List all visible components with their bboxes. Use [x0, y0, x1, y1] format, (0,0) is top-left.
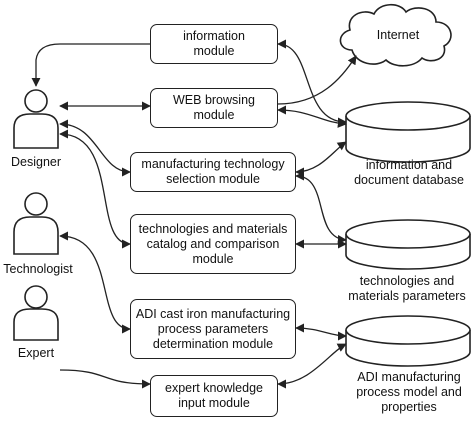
manufacturing-technology-selection-module-box: manufacturing technology selection modul…	[130, 152, 296, 192]
technologist-actor-icon	[13, 192, 59, 255]
connector-web-db	[277, 105, 347, 128]
information-database-label: information and document database	[354, 158, 464, 187]
internet-cloud-icon	[339, 3, 452, 67]
connector-adi-model	[295, 323, 347, 341]
expert-knowledge-module-label: expert knowledge input module	[165, 381, 263, 410]
technologies-catalog-module-label: technologies and materials catalog and c…	[138, 221, 288, 266]
information-database-icon	[345, 101, 471, 163]
connector-expert-knowledge	[59, 369, 151, 389]
connector-technologist-adi	[59, 231, 131, 334]
designer-label: Designer	[10, 155, 62, 169]
tech-params-database-label: technologies and materials parameters	[348, 274, 466, 303]
web-browsing-module-box: WEB browsing module	[150, 88, 278, 128]
connector-expert-model	[277, 343, 347, 389]
internet-label: Internet	[376, 28, 420, 42]
adi-parameters-module-label: ADI cast iron manufacturing process para…	[135, 306, 291, 351]
adi-model-database-label: ADI manufacturing process model and prop…	[356, 370, 462, 414]
information-module-box: information module	[150, 24, 278, 64]
technologist-label: Technologist	[3, 262, 73, 276]
expert-actor-icon	[13, 285, 59, 341]
connector-designer-catalog	[59, 129, 131, 249]
connector-mts-db	[295, 141, 347, 177]
connector-info-module-designer	[31, 43, 150, 87]
adi-parameters-module-box: ADI cast iron manufacturing process para…	[130, 299, 296, 359]
expert-knowledge-module-box: expert knowledge input module	[150, 375, 278, 417]
expert-label: Expert	[17, 346, 55, 360]
tech-params-database-icon	[345, 219, 471, 270]
adi-model-database-icon	[345, 315, 471, 367]
designer-actor-icon	[13, 89, 59, 149]
connector-mts-tech-params	[295, 171, 347, 245]
manufacturing-technology-selection-module-label: manufacturing technology selection modul…	[141, 157, 285, 186]
connector-web-internet	[277, 55, 357, 105]
web-browsing-module-label: WEB browsing module	[173, 93, 255, 122]
technologies-catalog-module-box: technologies and materials catalog and c…	[130, 214, 296, 274]
information-module-label: information module	[183, 29, 245, 58]
